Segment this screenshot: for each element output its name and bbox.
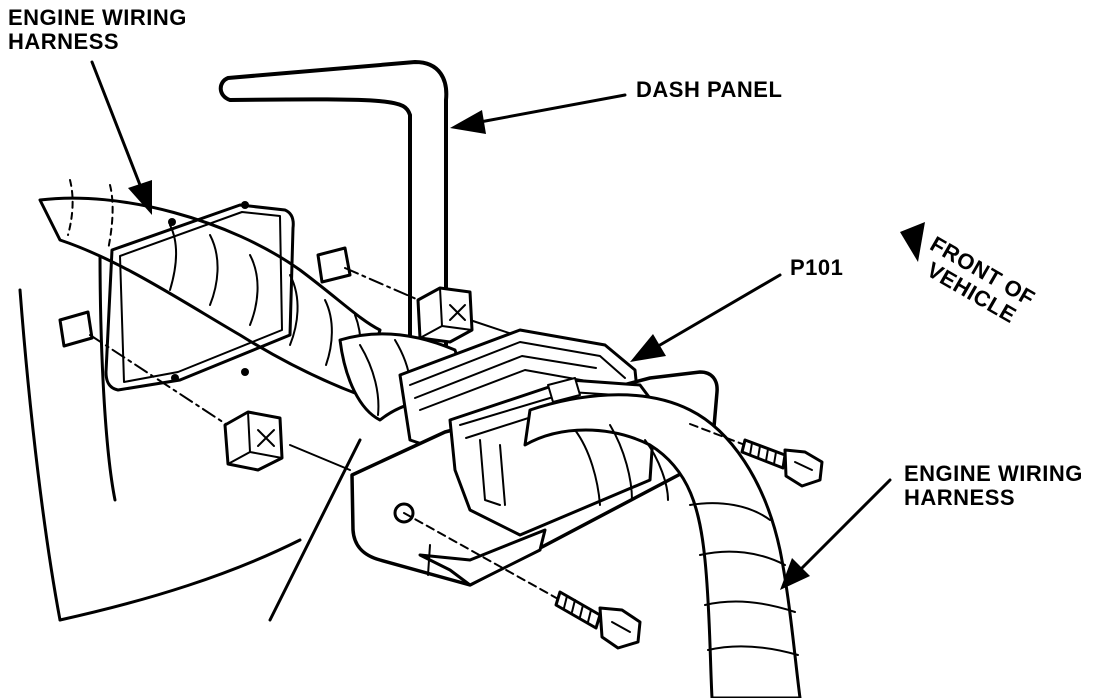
mounting-holes — [58, 246, 352, 348]
alignment-lines — [89, 267, 531, 471]
harness-rear — [38, 179, 382, 397]
grommet-frame — [104, 201, 295, 392]
retainer-clip-lower — [223, 410, 284, 472]
label-engine-harness-top: ENGINE WIRING HARNESS — [8, 6, 187, 54]
label-engine-harness-top-line1: ENGINE WIRING — [8, 5, 187, 30]
front-direction-arrow — [900, 222, 925, 262]
label-connector-p101: P101 — [790, 255, 844, 280]
label-engine-harness-bottom-line2: HARNESS — [904, 485, 1016, 510]
harness-front — [523, 393, 802, 698]
body-panel-edges — [18, 248, 362, 622]
bolt-lower — [403, 512, 642, 650]
retainer-clip-upper — [416, 286, 474, 344]
connector-p101 — [350, 328, 719, 587]
label-engine-harness-bottom: ENGINE WIRING HARNESS — [904, 462, 1083, 510]
label-engine-harness-bottom-line1: ENGINE WIRING — [904, 461, 1083, 486]
label-dash-panel: DASH PANEL — [636, 77, 783, 102]
label-engine-harness-top-line2: HARNESS — [8, 29, 120, 54]
bolt-upper — [689, 423, 824, 488]
leader-arrows — [90, 60, 892, 590]
